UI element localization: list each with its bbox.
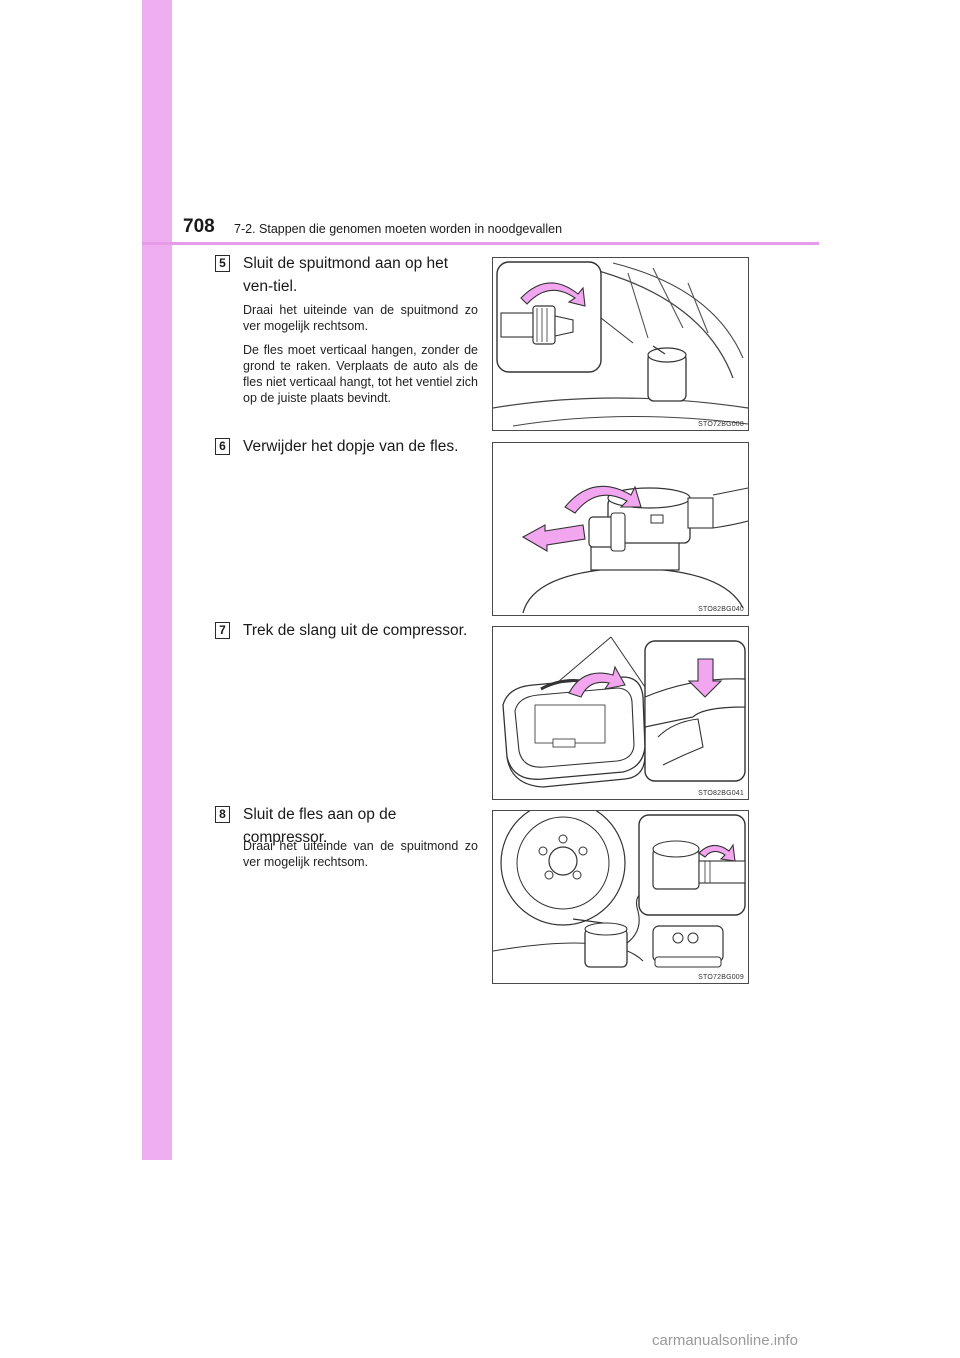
step-5-instruction-1: Draai het uiteinde van de spuitmond zo v… — [243, 303, 478, 333]
nozzle-valve-illustration — [493, 261, 748, 427]
bottle-cap-illustration — [521, 485, 748, 614]
watermark: carmanualsonline.info — [652, 1332, 798, 1349]
step-5-instruction-2: De fles moet verticaal hangen, zonder de… — [243, 343, 478, 405]
step-marker-5: 5 — [215, 255, 230, 272]
step-marker-7: 7 — [215, 622, 230, 639]
header-divider — [142, 242, 819, 245]
page-sidebar-tab — [142, 0, 172, 1160]
figure-nozzle-to-valve: STO72BG008 — [492, 257, 749, 431]
figure-remove-cap: STO82BG040 — [492, 442, 749, 616]
step-title-8: Sluit de fles aan op de compressor. — [243, 806, 397, 846]
figure-code: STO82BG041 — [698, 790, 744, 797]
step-title-7: Trek de slang uit de compressor. — [243, 622, 468, 639]
step-8-instruction-1: Draai het uiteinde van de spuitmond zo v… — [243, 839, 478, 869]
figure-bottle-to-compressor: STO72BG009 — [492, 810, 749, 984]
bottle-compressor-illustration — [493, 811, 746, 968]
figure-code: STO72BG008 — [698, 421, 744, 428]
figure-code: STO82BG040 — [698, 606, 744, 613]
step-body-5: Draai het uiteinde van de spuitmond zo v… — [243, 302, 478, 414]
figure-code: STO72BG009 — [698, 974, 744, 981]
page-number: 708 — [183, 216, 215, 237]
step-marker-8: 8 — [215, 806, 230, 823]
section-title: 7-2. Stappen die genomen moeten worden i… — [234, 222, 563, 236]
step-title-6: Verwijder het dopje van de fles. — [243, 438, 459, 455]
step-title-5: Sluit de spuitmond aan op het ven-tiel. — [243, 255, 449, 295]
step-marker-6: 6 — [215, 438, 230, 455]
figure-pull-hose: STO82BG041 — [492, 626, 749, 800]
compressor-hose-illustration — [502, 636, 746, 788]
step-body-8: Draai het uiteinde van de spuitmond zo v… — [243, 838, 478, 878]
